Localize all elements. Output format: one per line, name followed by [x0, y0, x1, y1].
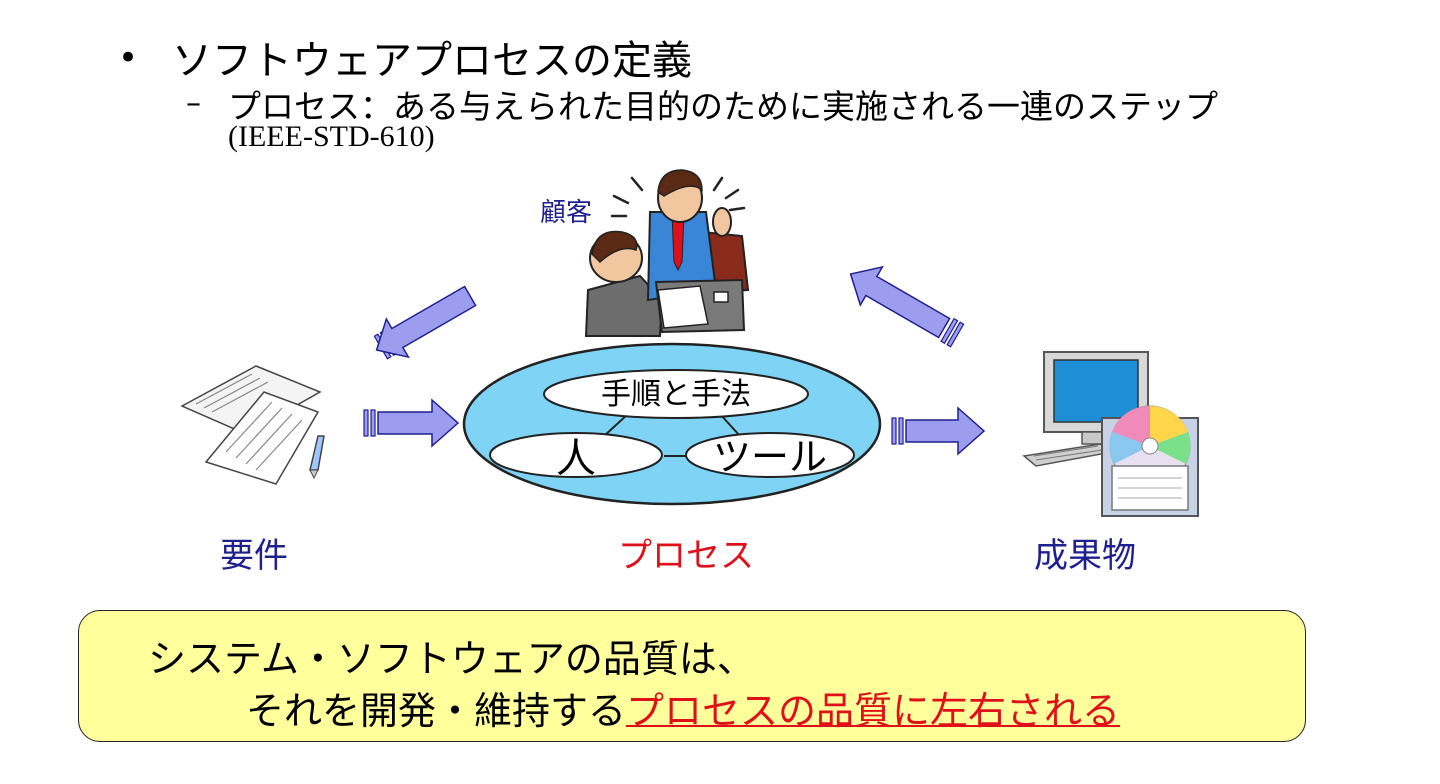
- process-label: プロセス: [618, 536, 754, 576]
- tool-label: ツール: [713, 435, 827, 479]
- floppy-cd-icon: [1101, 405, 1199, 517]
- customer-label: 顧客: [540, 198, 593, 228]
- bullet-dot-icon: •: [118, 38, 139, 78]
- sub-bullet-definition: プロセス：ある与えられた目的のために実施される一連のステップ: [228, 87, 1218, 126]
- computer-icon: [1022, 351, 1149, 467]
- product-label: 成果物: [1034, 536, 1136, 576]
- process-oval: 手順と手法 人 ツール: [462, 342, 882, 506]
- documents-icon: [180, 365, 325, 485]
- customer-meeting-illustration: [584, 169, 750, 337]
- tool-oval: [685, 432, 855, 478]
- block-arrow-icon: [849, 265, 965, 348]
- conclusion-callout: [78, 610, 1306, 742]
- dash-icon: –: [186, 86, 201, 121]
- block-arrow-icon: [363, 398, 460, 448]
- callout-line-2: それを開発・維持するプロセスの品質に左右される: [246, 680, 1120, 735]
- requirements-label: 要件: [220, 536, 288, 576]
- block-arrow-icon: [373, 285, 477, 360]
- callout-emphasis: プロセスの品質に左右される: [626, 689, 1121, 733]
- people-oval: [489, 432, 663, 478]
- bullet-heading: ソフトウェアプロセスの定義: [172, 38, 692, 84]
- callout-line-1: システム・ソフトウェアの品質は、: [148, 637, 755, 681]
- method-oval: [543, 369, 809, 419]
- people-label: 人: [556, 436, 596, 482]
- method-label: 手順と手法: [601, 377, 751, 412]
- block-arrow-icon: [891, 406, 986, 456]
- sub-bullet-reference: (IEEE-STD-610): [228, 120, 435, 153]
- callout-line-2-prefix: それを開発・維持する: [246, 689, 627, 733]
